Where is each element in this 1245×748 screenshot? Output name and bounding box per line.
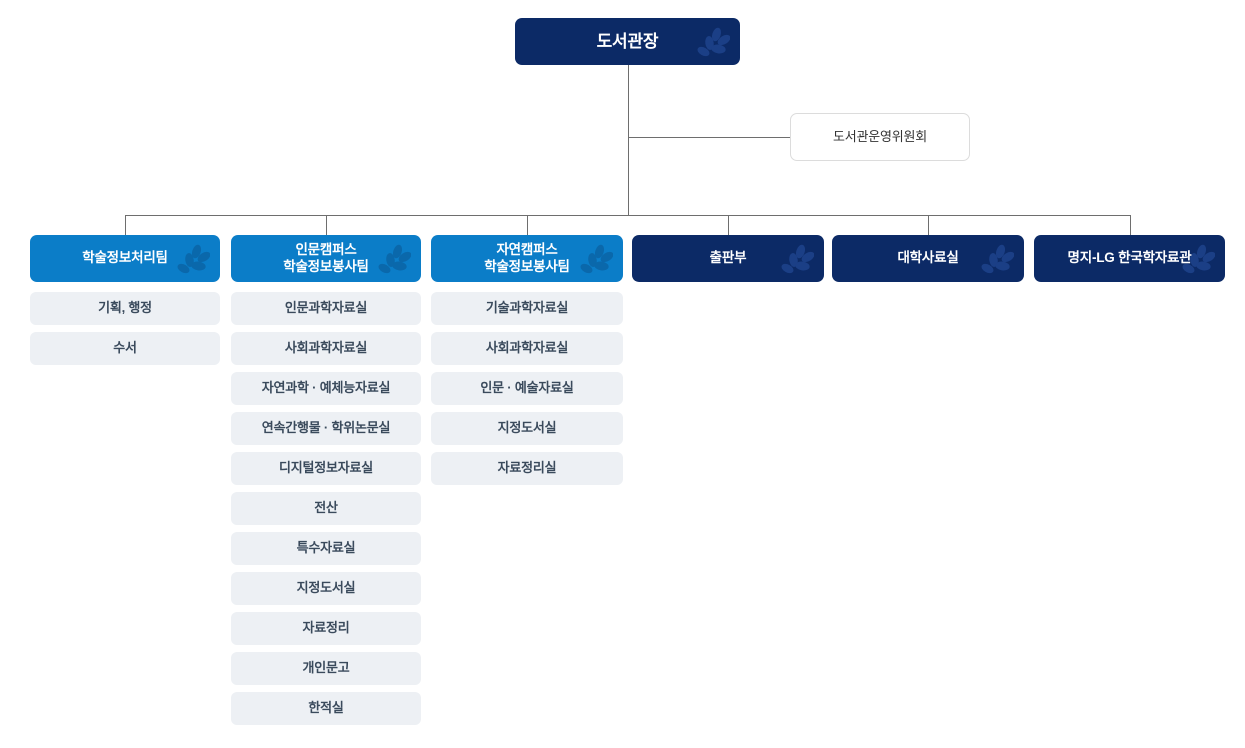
subitem-label: 기술과학자료실	[485, 300, 569, 316]
node-subitem[interactable]: 자료정리실	[431, 452, 623, 485]
subitem-label: 사회과학자료실	[485, 340, 569, 356]
node-subitem[interactable]: 연속간행물 · 학위논문실	[231, 412, 421, 445]
subitem-label: 자연과학 · 예체능자료실	[261, 380, 391, 396]
connector-dept-2	[326, 215, 327, 235]
connector-dept-6	[1130, 215, 1131, 235]
dept-label: 자연캠퍼스 학술정보봉사팀	[484, 241, 570, 274]
node-dept-publishing[interactable]: 출판부	[632, 235, 824, 282]
subitem-label: 전산	[314, 500, 338, 516]
connector-dept-5	[928, 215, 929, 235]
node-subitem[interactable]: 지정도서실	[231, 572, 421, 605]
connector-committee	[628, 137, 790, 138]
node-subitem[interactable]: 수서	[30, 332, 220, 365]
subitem-label: 디지털정보자료실	[278, 460, 374, 476]
node-subitem[interactable]: 특수자료실	[231, 532, 421, 565]
subitem-label: 사회과학자료실	[284, 340, 368, 356]
subitem-label: 지정도서실	[296, 580, 356, 596]
node-subitem[interactable]: 기획, 행정	[30, 292, 220, 325]
node-dept-myongji-lg-korean-studies[interactable]: 명지-LG 한국학자료관	[1034, 235, 1225, 282]
node-root[interactable]: 도서관장	[515, 18, 740, 65]
subitem-label: 한적실	[308, 700, 344, 716]
node-subitem[interactable]: 전산	[231, 492, 421, 525]
subitem-label: 인문 · 예술자료실	[480, 380, 574, 396]
node-committee[interactable]: 도서관운영위원회	[790, 113, 970, 161]
leaf-icon	[579, 243, 613, 275]
leaf-icon	[696, 26, 730, 58]
node-subitem[interactable]: 기술과학자료실	[431, 292, 623, 325]
connector-dept-4	[728, 215, 729, 235]
node-subitem[interactable]: 인문과학자료실	[231, 292, 421, 325]
dept-label: 인문캠퍼스 학술정보봉사팀	[283, 241, 369, 274]
node-dept-science-campus-service[interactable]: 자연캠퍼스 학술정보봉사팀	[431, 235, 623, 282]
root-label: 도서관장	[596, 31, 659, 51]
connector-bus	[125, 215, 1130, 216]
node-subitem[interactable]: 자연과학 · 예체능자료실	[231, 372, 421, 405]
subitem-label: 특수자료실	[296, 540, 356, 556]
subitem-label: 기획, 행정	[98, 300, 152, 316]
node-subitem[interactable]: 자료정리	[231, 612, 421, 645]
leaf-icon	[780, 243, 814, 275]
connector-dept-1	[125, 215, 126, 235]
leaf-icon	[980, 243, 1014, 275]
subitem-label: 개인문고	[302, 660, 350, 676]
dept-label: 명지-LG 한국학자료관	[1067, 250, 1192, 266]
subitem-label: 인문과학자료실	[284, 300, 368, 316]
committee-label: 도서관운영위원회	[832, 128, 928, 144]
node-subitem[interactable]: 개인문고	[231, 652, 421, 685]
subitem-label: 자료정리실	[497, 460, 557, 476]
connector-dept-3	[527, 215, 528, 235]
subitem-label: 지정도서실	[497, 420, 557, 436]
node-dept-university-archives[interactable]: 대학사료실	[832, 235, 1024, 282]
node-subitem[interactable]: 지정도서실	[431, 412, 623, 445]
subitem-label: 연속간행물 · 학위논문실	[261, 420, 391, 436]
dept-label: 출판부	[709, 250, 747, 266]
node-subitem[interactable]: 한적실	[231, 692, 421, 725]
node-subitem[interactable]: 인문 · 예술자료실	[431, 372, 623, 405]
subitem-label: 자료정리	[302, 620, 350, 636]
node-subitem[interactable]: 디지털정보자료실	[231, 452, 421, 485]
leaf-icon	[176, 243, 210, 275]
dept-label: 대학사료실	[897, 250, 959, 266]
leaf-icon	[377, 243, 411, 275]
node-dept-academic-info-processing[interactable]: 학술정보처리팀	[30, 235, 220, 282]
connector-root-trunk	[628, 65, 629, 215]
dept-label: 학술정보처리팀	[82, 250, 168, 266]
node-subitem[interactable]: 사회과학자료실	[231, 332, 421, 365]
node-dept-humanities-campus-service[interactable]: 인문캠퍼스 학술정보봉사팀	[231, 235, 421, 282]
subitem-label: 수서	[113, 340, 137, 356]
node-subitem[interactable]: 사회과학자료실	[431, 332, 623, 365]
